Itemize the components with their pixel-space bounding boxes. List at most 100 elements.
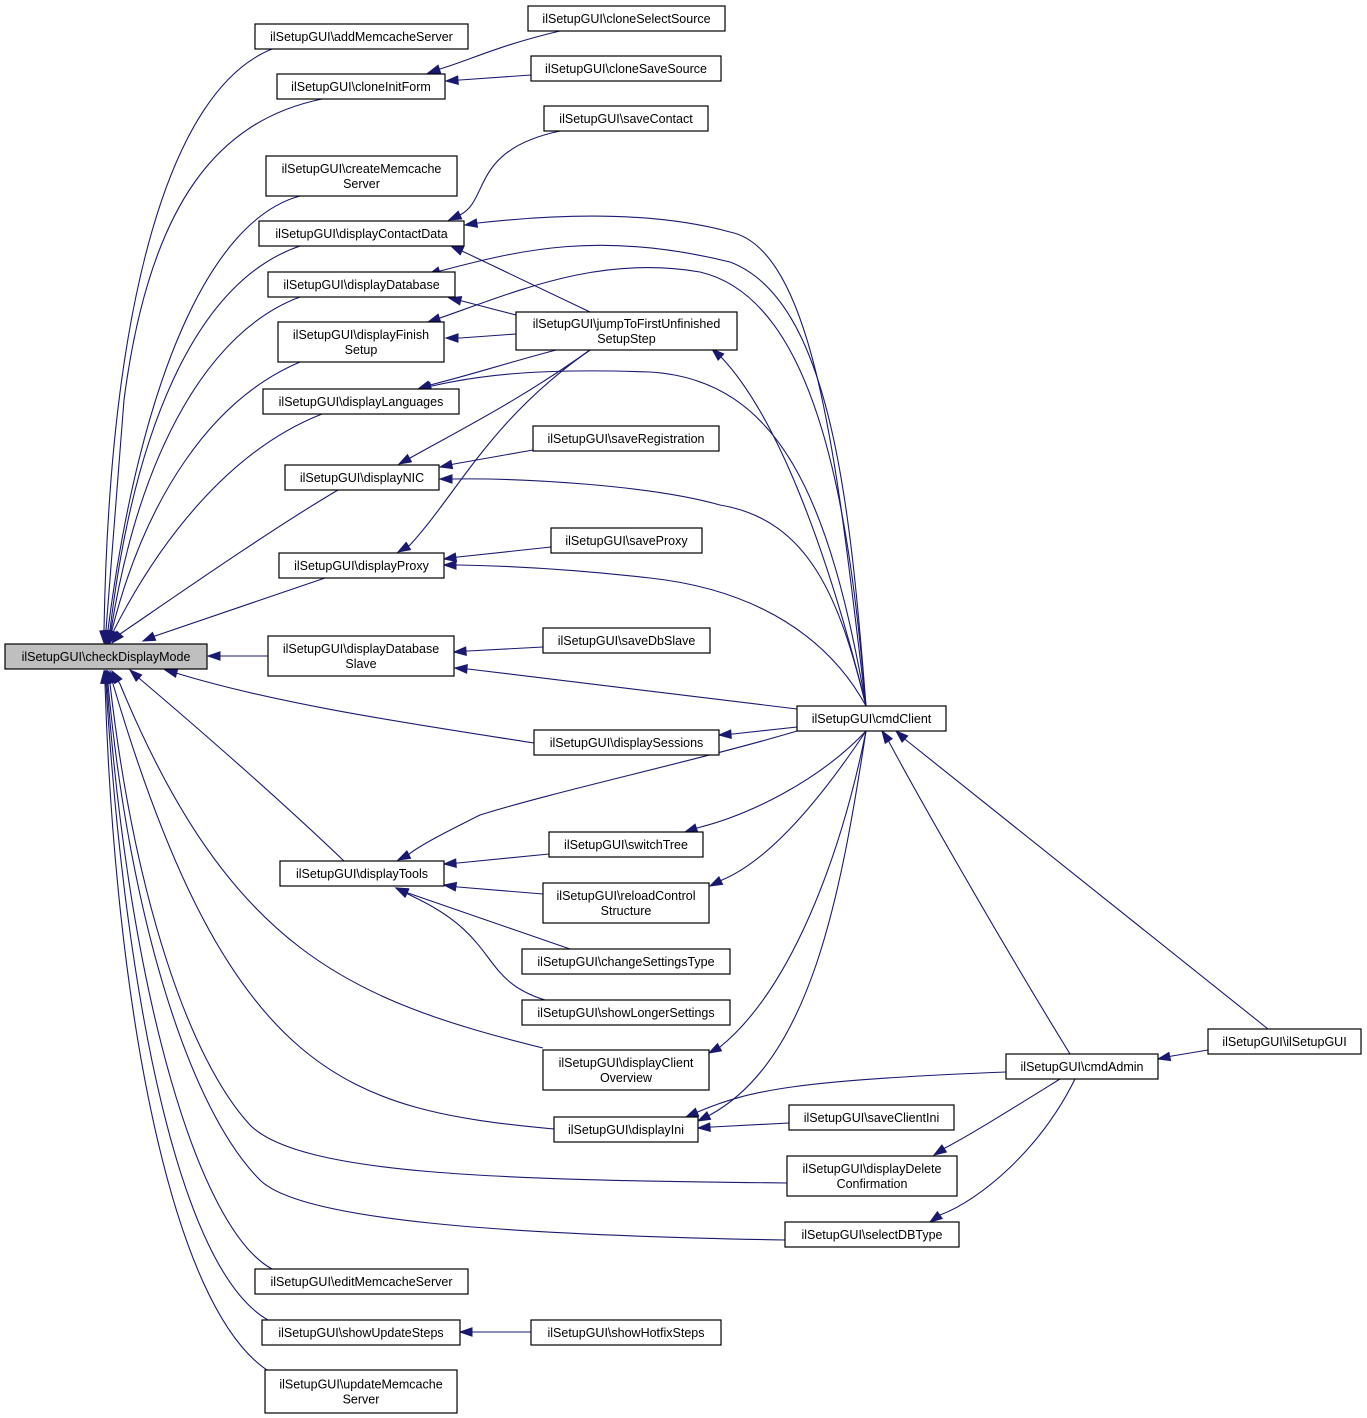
node-displayProxy[interactable]: ilSetupGUI\displayProxy xyxy=(278,552,445,579)
node-label: ilSetupGUI\displayIni xyxy=(568,1123,684,1137)
edge-arrowhead xyxy=(442,552,458,563)
node-ilSetupGUI[interactable]: ilSetupGUI\ilSetupGUI xyxy=(1207,1028,1362,1055)
node-label: Confirmation xyxy=(837,1177,908,1191)
node-box xyxy=(796,705,947,732)
edge-saveClientIni-to-displayIni xyxy=(696,1122,790,1132)
edge-line xyxy=(457,74,532,81)
edge-cmdClient-to-displayClientOverview xyxy=(707,730,867,1054)
edge-arrowhead xyxy=(442,560,457,570)
edge-displayIni-to-checkDisplayMode xyxy=(108,669,555,1130)
node-cloneSaveSource[interactable]: ilSetupGUI\cloneSaveSource xyxy=(530,55,722,82)
node-box xyxy=(279,860,445,887)
edge-cmdClient-to-displayIni xyxy=(696,730,867,1122)
edge-line xyxy=(439,266,867,707)
edge-line xyxy=(455,546,552,558)
edge-arrowhead xyxy=(163,668,179,679)
edge-cmdAdmin-to-selectDBType xyxy=(928,1078,1076,1223)
node-box xyxy=(532,425,720,452)
edge-switchTree-to-displayTools xyxy=(442,853,550,868)
node-switchTree[interactable]: ilSetupGUI\switchTree xyxy=(548,831,704,858)
edge-line xyxy=(696,730,867,829)
node-label: ilSetupGUI\createMemcache xyxy=(282,162,442,176)
node-label: ilSetupGUI\ilSetupGUI xyxy=(1222,1035,1346,1049)
edge-line xyxy=(112,413,323,632)
edge-displayNIC-to-checkDisplayMode xyxy=(111,489,339,645)
edge-line xyxy=(175,672,535,744)
edge-arrowhead xyxy=(707,1042,723,1054)
node-displayNIC[interactable]: ilSetupGUI\displayNIC xyxy=(284,464,440,491)
node-saveClientIni[interactable]: ilSetupGUI\saveClientIni xyxy=(788,1104,955,1131)
node-showLongerSettings[interactable]: ilSetupGUI\showLongerSettings xyxy=(521,999,731,1026)
node-displayDatabase[interactable]: ilSetupGUI\displayDatabase xyxy=(267,271,456,298)
node-label: ilSetupGUI\saveProxy xyxy=(565,534,688,548)
node-label: Server xyxy=(343,1393,380,1407)
edge-line xyxy=(720,730,867,882)
node-showUpdateSteps[interactable]: ilSetupGUI\showUpdateSteps xyxy=(261,1319,461,1346)
edge-arrowhead xyxy=(426,64,442,74)
node-box xyxy=(550,527,703,554)
node-saveDbSlave[interactable]: ilSetupGUI\saveDbSlave xyxy=(542,627,711,654)
edge-line xyxy=(105,682,269,1321)
edge-arrowhead xyxy=(881,729,894,745)
edge-line xyxy=(106,682,273,1270)
node-displaySessions[interactable]: ilSetupGUI\displaySessions xyxy=(533,729,720,756)
edge-updateMemcacheServer-to-checkDisplayMode xyxy=(100,669,271,1373)
edge-cmdAdmin-to-cmdClient xyxy=(881,729,1071,1055)
node-cmdClient[interactable]: ilSetupGUI\cmdClient xyxy=(796,705,947,732)
node-cloneSelectSource[interactable]: ilSetupGUI\cloneSelectSource xyxy=(527,5,726,32)
edge-line xyxy=(429,349,557,386)
edge-cmdClient-to-switchTree xyxy=(683,730,867,833)
node-displayLanguages[interactable]: ilSetupGUI\displayLanguages xyxy=(262,388,460,415)
edge-line xyxy=(452,478,867,707)
node-label: ilSetupGUI\changeSettingsType xyxy=(537,955,714,969)
edge-cmdClient-to-displayProxy xyxy=(442,560,867,707)
edge-arrowhead xyxy=(444,75,459,85)
edge-arrowhead xyxy=(932,1144,948,1156)
node-selectDBType[interactable]: ilSetupGUI\selectDBType xyxy=(784,1221,960,1248)
edge-saveDbSlave-to-displayDatabaseSlave xyxy=(452,646,544,656)
node-box xyxy=(530,1319,722,1346)
node-addMemcacheServer[interactable]: ilSetupGUI\addMemcacheServer xyxy=(254,23,469,50)
node-showHotfixSteps[interactable]: ilSetupGUI\showHotfixSteps xyxy=(530,1319,722,1346)
node-displayContactData[interactable]: ilSetupGUI\displayContactData xyxy=(258,220,465,247)
node-jumpToFirstUnfinishedSetupStep[interactable]: ilSetupGUI\jumpToFirstUnfinishedSetupSte… xyxy=(515,311,738,351)
edge-line xyxy=(1169,1049,1209,1058)
node-label: Server xyxy=(343,177,380,191)
edge-arrowhead xyxy=(894,729,909,743)
node-box xyxy=(277,321,445,363)
edge-line xyxy=(455,853,550,864)
node-displayIni[interactable]: ilSetupGUI\displayIni xyxy=(553,1116,699,1143)
node-label: ilSetupGUI\displayContactData xyxy=(275,227,447,241)
node-label: Setup xyxy=(345,343,378,357)
edge-arrowhead xyxy=(463,218,479,228)
node-editMemcacheServer[interactable]: ilSetupGUI\editMemcacheServer xyxy=(254,1268,469,1295)
edge-line xyxy=(104,682,271,1373)
edge-line xyxy=(430,370,867,707)
edge-arrowhead xyxy=(442,881,458,892)
node-cmdAdmin[interactable]: ilSetupGUI\cmdAdmin xyxy=(1005,1053,1159,1080)
node-label: ilSetupGUI\showLongerSettings xyxy=(537,1006,714,1020)
edge-line xyxy=(904,738,1269,1030)
node-label: ilSetupGUI\displayProxy xyxy=(294,559,430,573)
node-label: ilSetupGUI\displayFinish xyxy=(293,328,429,342)
node-cloneInitForm[interactable]: ilSetupGUI\cloneInitForm xyxy=(276,73,446,100)
edge-arrowhead xyxy=(683,823,699,833)
edge-line xyxy=(456,564,867,707)
node-displayTools[interactable]: ilSetupGUI\displayTools xyxy=(279,860,445,887)
node-saveContact[interactable]: ilSetupGUI\saveContact xyxy=(543,105,709,132)
edge-arrowhead xyxy=(447,210,463,221)
edge-line xyxy=(112,682,555,1130)
edge-displayContactData-to-checkDisplayMode xyxy=(105,245,301,645)
node-saveProxy[interactable]: ilSetupGUI\saveProxy xyxy=(550,527,703,554)
node-checkDisplayMode[interactable]: ilSetupGUI\checkDisplayMode xyxy=(4,643,208,670)
node-label: Slave xyxy=(345,657,376,671)
node-saveRegistration[interactable]: ilSetupGUI\saveRegistration xyxy=(532,425,720,452)
node-changeSettingsType[interactable]: ilSetupGUI\changeSettingsType xyxy=(521,948,731,975)
